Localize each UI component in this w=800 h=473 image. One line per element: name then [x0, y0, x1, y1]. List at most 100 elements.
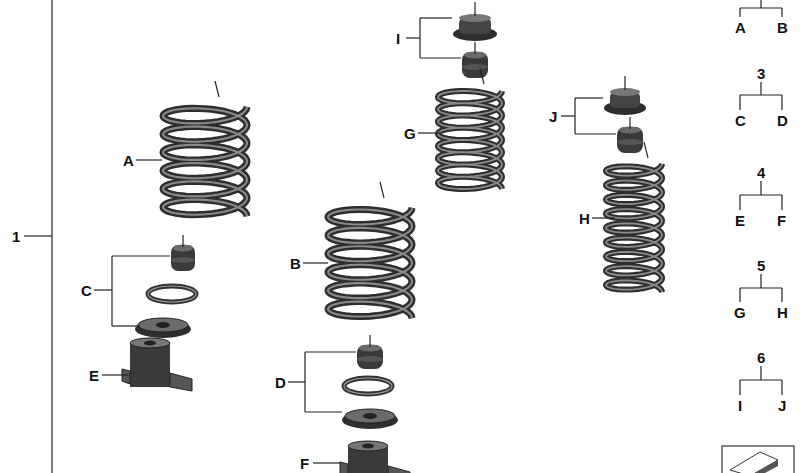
bump-stop-rib — [617, 139, 643, 145]
spring-pad-edge — [344, 378, 392, 394]
tree-line — [760, 274, 761, 288]
mount-tab — [388, 466, 410, 473]
tree-line — [781, 288, 782, 302]
tree-line — [760, 0, 761, 8]
spring-axis — [629, 117, 630, 129]
coil-highlight — [328, 208, 412, 318]
leader-line — [112, 255, 170, 256]
spring-seat-top — [345, 409, 395, 423]
tree-label: I — [738, 398, 742, 413]
leader-line — [305, 351, 356, 352]
tree-line — [739, 195, 740, 210]
tree-line — [781, 8, 782, 17]
spring-axis — [380, 182, 384, 198]
spring-mount-hole — [144, 341, 156, 346]
leader-line — [592, 217, 615, 218]
tree-line — [740, 7, 782, 8]
callout-label: G — [404, 126, 416, 141]
tree-label: G — [734, 305, 746, 320]
tree-label: H — [777, 305, 788, 320]
leader-line — [420, 57, 461, 58]
tree-line — [760, 366, 761, 380]
sheet-icon-shade — [750, 460, 778, 473]
tree-line — [781, 380, 782, 395]
coil-highlight — [438, 91, 502, 189]
spring-pad-edge — [148, 286, 196, 302]
tree-line — [781, 95, 782, 110]
spring-axis — [369, 335, 370, 347]
spring-axis — [480, 68, 484, 84]
tree-line — [739, 8, 740, 17]
sheet-icon — [722, 446, 794, 473]
callout-label: D — [275, 375, 286, 390]
leader-line — [305, 411, 342, 412]
bump-stop — [357, 345, 383, 369]
tree-line — [760, 181, 761, 195]
tree-line — [740, 194, 782, 195]
spring-pad — [344, 378, 392, 394]
coil-highlight — [606, 164, 662, 292]
tree-label: E — [735, 213, 745, 228]
spring-seat-hole — [363, 413, 377, 419]
callout-label: E — [89, 368, 99, 383]
tree-label: 4 — [757, 165, 765, 180]
coil-spring — [606, 164, 662, 292]
tree-line — [740, 287, 782, 288]
bump-stop-rib — [171, 257, 195, 263]
leader-line — [24, 235, 52, 236]
leader-line — [112, 325, 140, 326]
mount-tab — [340, 462, 348, 473]
spring-seat-hole — [156, 322, 170, 328]
tree-line — [740, 94, 782, 95]
spring-mount — [130, 343, 170, 387]
leader-line — [111, 256, 112, 326]
leader-line — [419, 18, 420, 58]
leader-line — [303, 262, 328, 263]
leader-line — [406, 37, 420, 38]
callout-label: C — [81, 283, 92, 298]
spring-mount-top — [130, 338, 170, 348]
leader-line — [561, 115, 575, 116]
spring-axis — [215, 81, 219, 97]
mount-tab — [122, 369, 130, 384]
leader-line — [313, 462, 340, 463]
bump-stop — [462, 52, 488, 78]
tree-label: 5 — [757, 258, 765, 273]
tree-label: F — [777, 213, 786, 228]
callout-label: J — [549, 109, 557, 124]
leader-line — [418, 132, 440, 133]
spring-axis — [474, 42, 475, 54]
tree-label: C — [735, 113, 746, 128]
spring-axis — [474, 2, 475, 16]
leader-line — [136, 159, 162, 160]
bump-stop-rib — [462, 64, 488, 70]
callout-label: 1 — [12, 229, 20, 244]
tree-line — [739, 288, 740, 302]
spring-axis — [624, 76, 625, 90]
coil-spring — [163, 107, 247, 216]
bump-stop — [617, 127, 643, 153]
callout-label: B — [290, 256, 301, 271]
spring-seat-top — [138, 318, 188, 332]
spring-mount-top — [348, 441, 388, 451]
leader-line — [94, 289, 112, 290]
tree-label: D — [777, 113, 788, 128]
callout-label: I — [396, 31, 400, 46]
coil-spring — [328, 208, 412, 318]
leader-line — [304, 352, 305, 412]
spring-mount-hole — [362, 444, 374, 449]
leader-line — [575, 133, 616, 134]
leader-line — [288, 381, 305, 382]
tree-label: 3 — [757, 66, 765, 81]
tree-line — [739, 95, 740, 110]
callout-label: A — [123, 153, 134, 168]
leader-line — [420, 17, 452, 18]
mount-tab — [170, 373, 192, 391]
tree-label: B — [777, 20, 788, 35]
tree-line — [760, 82, 761, 95]
callout-label: H — [579, 211, 590, 226]
spring-pad — [148, 286, 196, 302]
leader-line — [574, 98, 575, 134]
